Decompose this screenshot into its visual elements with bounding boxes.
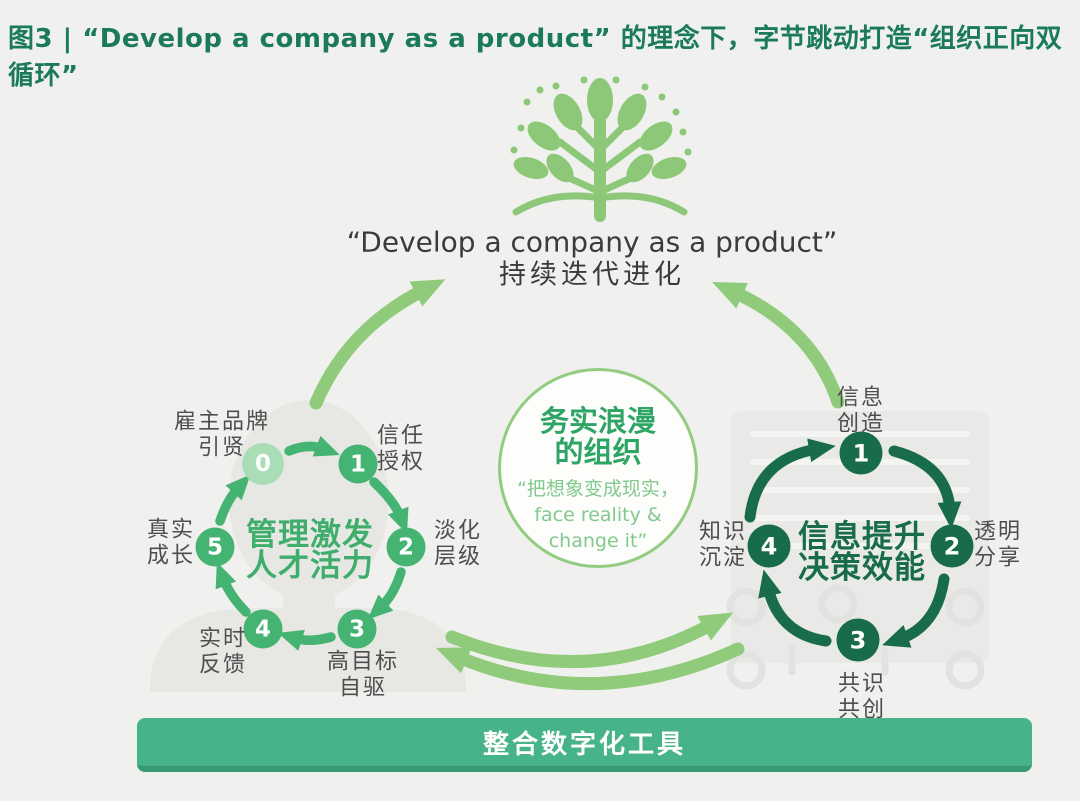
right-arrow-2-3 (882, 573, 950, 648)
left-node-0: 0 (242, 443, 284, 485)
left-arrow-1-2 (369, 477, 409, 534)
left-arrow-3-4 (277, 629, 336, 651)
center-circle-quote: “把想象变成现实， face reality & change it” (517, 478, 679, 552)
right-node-4: 4 (747, 524, 791, 568)
tree-icon (510, 76, 692, 222)
left-label-1: 信任 授权 (376, 423, 426, 475)
top-caption-english: “Develop a company as a product” (346, 225, 838, 259)
right-node-1: 1 (839, 431, 883, 475)
left-node-5: 5 (195, 527, 235, 567)
right-label-1: 信息 创造 (836, 385, 886, 437)
right-label-2: 透明 分享 (973, 519, 1023, 571)
big-arrow-bottom-right (445, 612, 734, 669)
figure-title: 图3 | “Develop a company as a product” 的理… (8, 24, 1063, 91)
big-arrow-left-up (309, 279, 446, 410)
left-label-2: 淡化 层级 (433, 518, 483, 570)
big-arrow-bottom-left (435, 642, 745, 691)
right-label-4: 知识 沉淀 (698, 519, 748, 571)
left-arrow-2-3 (367, 567, 406, 620)
right-node-3: 3 (836, 618, 880, 662)
left-arrow-5-0 (215, 474, 251, 526)
right-node-2: 2 (930, 524, 974, 568)
digital-tools-bar-label: 整合数字化工具 (482, 729, 686, 760)
left-node-2: 2 (386, 527, 426, 567)
digital-tools-bar: 整合数字化工具 (137, 718, 1032, 772)
center-circle-title: 务实浪漫 的组织 (539, 404, 656, 469)
right-arrow-3-4 (758, 569, 832, 647)
left-node-4: 4 (243, 609, 283, 649)
left-arrow-4-5 (215, 562, 251, 617)
left-node-3: 3 (337, 609, 377, 649)
right-cycle-heading: 信息提升 决策效能 (798, 519, 926, 586)
right-arrow-4-1 (744, 438, 836, 523)
center-organization-circle: 务实浪漫 的组织 “把想象变成现实， face reality & change… (498, 368, 698, 568)
left-label-5: 真实 成长 (146, 517, 196, 569)
right-label-3: 共识 共创 (837, 671, 887, 723)
left-cycle-heading: 管理激发 人才活力 (246, 517, 374, 584)
right-arrow-1-2 (888, 445, 962, 529)
left-label-0: 雇主品牌 引贤 (173, 409, 271, 461)
document-silhouette (726, 411, 989, 690)
left-node-1: 1 (338, 444, 378, 484)
top-caption-chinese: 持续迭代进化 (499, 259, 685, 291)
big-arrow-right-up (712, 282, 845, 409)
left-arrow-0-1 (284, 435, 340, 457)
left-label-4: 实时 反馈 (198, 626, 248, 678)
left-label-3: 高目标 自驱 (326, 649, 400, 701)
